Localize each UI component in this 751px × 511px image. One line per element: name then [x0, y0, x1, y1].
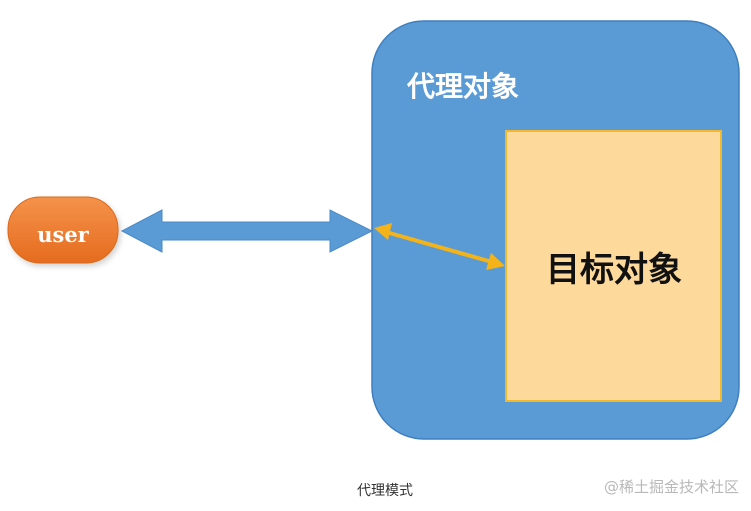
figure-caption: 代理模式 — [357, 483, 413, 499]
watermark: @稀土掘金技术社区 — [603, 478, 739, 496]
user-proxy-double-arrow — [120, 209, 374, 253]
target-object-box — [505, 130, 722, 402]
proxy-object-label: 代理对象 — [406, 70, 519, 103]
user-label: user — [37, 222, 89, 247]
proxy-target-double-arrow — [374, 223, 505, 270]
user-node — [7, 196, 119, 264]
target-object-label: 目标对象 — [546, 250, 682, 290]
